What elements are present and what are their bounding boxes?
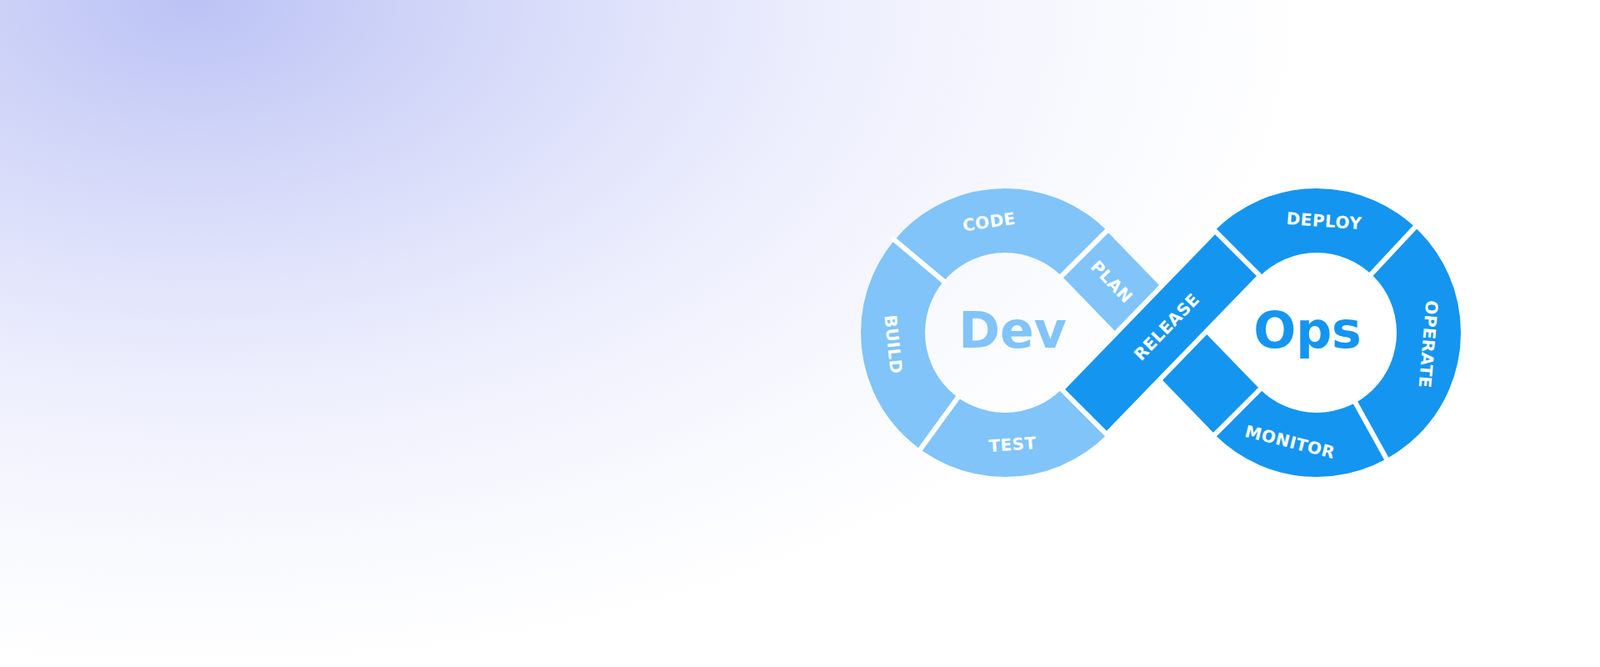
stage-name: DEPLOY xyxy=(1285,208,1363,234)
segment-separators xyxy=(891,225,1417,462)
release-band xyxy=(1061,230,1260,435)
dev-title: Dev xyxy=(958,305,1067,355)
ops-title: Ops xyxy=(1253,305,1362,355)
separator xyxy=(891,237,946,284)
cycle-segment: TEST xyxy=(984,430,1040,458)
stage-name: BUILD xyxy=(880,314,906,375)
separator xyxy=(918,394,960,452)
stage-name: TEST xyxy=(988,432,1038,456)
separator xyxy=(1354,400,1389,462)
separator xyxy=(1369,225,1418,277)
